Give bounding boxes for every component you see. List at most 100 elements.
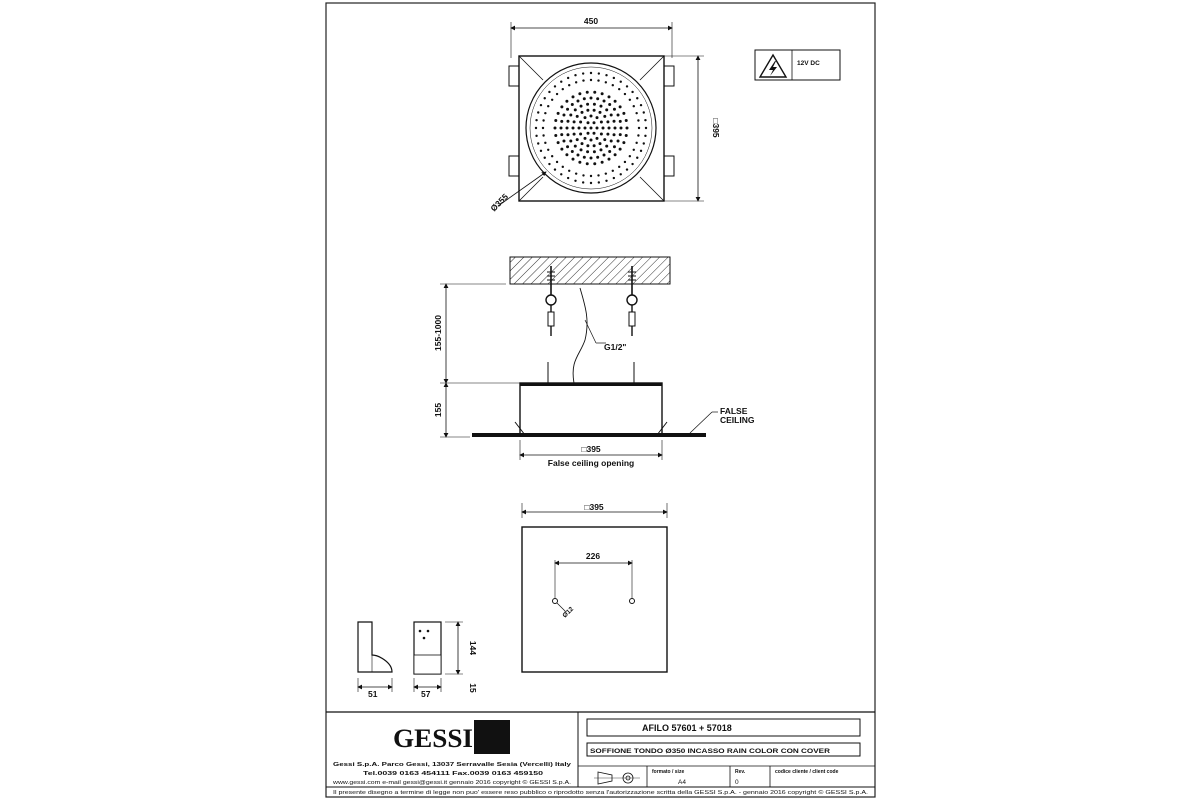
nozzle-dot bbox=[642, 142, 645, 145]
nozzle-dot bbox=[597, 174, 600, 177]
nozzle-dot bbox=[560, 119, 564, 123]
gessi-logo: GESSI bbox=[393, 720, 510, 754]
nozzle-dot bbox=[593, 90, 597, 94]
nozzle-dot bbox=[561, 165, 564, 169]
nozzle-dot bbox=[599, 148, 603, 152]
nozzle-dot bbox=[612, 119, 616, 123]
mount-hole-right bbox=[629, 598, 635, 604]
top-view: 450 □395 Ø355 bbox=[488, 16, 721, 213]
nozzle-dot bbox=[553, 168, 557, 171]
nozzle-dot bbox=[612, 145, 616, 149]
top-diameter-label: Ø355 bbox=[488, 191, 510, 213]
nozzle-dot bbox=[644, 118, 647, 122]
nozzle-dot bbox=[580, 110, 584, 114]
nozzle-dot bbox=[618, 165, 621, 169]
nozzle-dot bbox=[596, 97, 600, 101]
nozzle-dot bbox=[576, 99, 580, 103]
client-code-header: codice cliente / client code bbox=[775, 769, 839, 775]
nozzle-dot bbox=[544, 141, 547, 145]
nozzle-dot bbox=[560, 105, 564, 109]
nozzle-dot bbox=[555, 160, 559, 164]
water-hose bbox=[572, 287, 588, 384]
nozzle-dot bbox=[600, 160, 604, 164]
company-address: Gessi S.p.A. Parco Gessi, 13037 Serraval… bbox=[333, 762, 571, 768]
nozzle-dot bbox=[618, 147, 622, 151]
nozzle-dot bbox=[625, 85, 629, 88]
nozzle-dot bbox=[628, 155, 632, 158]
control-height: 144 bbox=[468, 641, 478, 655]
control-depth: 15 bbox=[468, 683, 478, 693]
nozzle-dot bbox=[619, 126, 623, 130]
nozzle-dot bbox=[543, 97, 546, 100]
nozzle-dot bbox=[579, 148, 583, 152]
nozzle-dot bbox=[612, 76, 616, 80]
nozzle-dot bbox=[543, 156, 546, 159]
nozzle-dot bbox=[589, 71, 593, 75]
bottom-plate bbox=[521, 526, 668, 673]
nozzle-dot bbox=[639, 103, 643, 107]
nozzle-dot bbox=[579, 120, 583, 124]
nozzle-dot bbox=[582, 79, 585, 82]
nozzle-dot bbox=[568, 169, 571, 172]
nozzle-dot bbox=[586, 144, 590, 148]
nozzle-dot bbox=[556, 141, 560, 145]
nozzle-dot bbox=[541, 126, 545, 130]
nozzle-dot bbox=[625, 126, 629, 130]
nozzle-dot bbox=[623, 160, 627, 164]
nozzle-dot bbox=[592, 121, 596, 125]
nozzle-dot bbox=[574, 74, 577, 77]
nozzle-dot bbox=[559, 126, 563, 130]
nozzle-dot bbox=[609, 139, 613, 143]
drop-range-label: 155-1000 bbox=[433, 315, 443, 351]
opening-size-label: □395 bbox=[581, 444, 601, 454]
nozzle-dot bbox=[625, 168, 629, 171]
nozzle-dot bbox=[622, 141, 626, 145]
nozzle-dot bbox=[566, 145, 570, 149]
nozzle-dot bbox=[573, 108, 577, 112]
nozzle-dot bbox=[579, 104, 583, 108]
nozzle-dot bbox=[582, 155, 586, 159]
nozzle-dot bbox=[579, 132, 583, 136]
nozzle-dot bbox=[600, 92, 604, 96]
nozzle-dot bbox=[593, 162, 597, 166]
nozzle-dot bbox=[589, 138, 593, 142]
bottom-size-label: □395 bbox=[584, 502, 604, 512]
nozzle-dot bbox=[574, 179, 577, 182]
nozzle-dot bbox=[623, 92, 627, 96]
top-side-label: □395 bbox=[711, 118, 721, 138]
logo-text: GESSI bbox=[393, 724, 473, 753]
company-contact: Tel.0039 0163 454111 Fax.0039 0163 45915… bbox=[363, 771, 543, 777]
nozzle-dot bbox=[571, 126, 575, 130]
nozzle-dot bbox=[566, 107, 570, 111]
nozzle-dot bbox=[574, 81, 578, 84]
nozzle-dot bbox=[608, 103, 612, 107]
format-header: formato / size bbox=[652, 769, 684, 775]
nozzle-dot bbox=[565, 153, 569, 157]
nozzle-dot bbox=[601, 126, 605, 130]
nozzle-dot bbox=[550, 155, 554, 158]
nozzle-dot bbox=[569, 113, 573, 117]
nozzle-dot bbox=[561, 87, 564, 91]
voltage-label: 12V DC bbox=[797, 60, 820, 67]
nozzle-dot bbox=[571, 95, 575, 99]
nozzle-dot bbox=[628, 98, 632, 101]
nozzle-dot bbox=[605, 74, 608, 77]
nozzle-dot bbox=[618, 87, 621, 91]
nozzle-dot bbox=[575, 114, 579, 118]
connection-label: G1/2" bbox=[604, 342, 626, 352]
nozzle-dot bbox=[636, 97, 639, 100]
nozzle-dot bbox=[568, 84, 571, 87]
nozzle-dot bbox=[607, 95, 611, 99]
nozzle-dot bbox=[585, 162, 589, 166]
nozzle-dot bbox=[613, 99, 617, 103]
nozzle-dot bbox=[586, 102, 590, 106]
nozzle-dot bbox=[577, 126, 581, 130]
nozzle-dot bbox=[583, 116, 587, 120]
nozzle-dot bbox=[539, 103, 543, 107]
nozzle-dot bbox=[542, 119, 545, 122]
rev-header: Rev. bbox=[735, 769, 746, 775]
nozzle-dot bbox=[553, 126, 557, 130]
nozzle-dot bbox=[624, 119, 628, 123]
nozzle-dot bbox=[537, 111, 540, 114]
body-height-label: 155 bbox=[433, 403, 443, 417]
